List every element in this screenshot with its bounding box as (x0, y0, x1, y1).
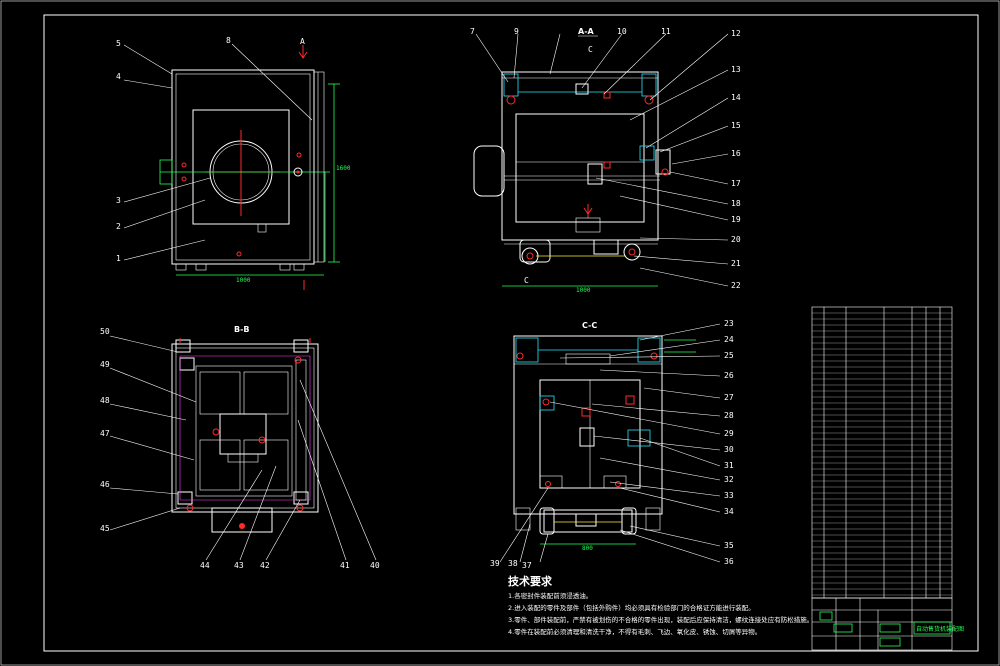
balloon-24: 24 (724, 335, 734, 344)
svg-text:1600: 1600 (336, 165, 351, 172)
balloon-38: 38 (508, 559, 518, 568)
balloon-29: 29 (724, 429, 734, 438)
svg-text:1000: 1000 (576, 287, 591, 294)
section-mark-c-top: C (588, 45, 593, 54)
tech-requirement-4: 4.零件在装配前必须清理和清洗干净，不得有毛刺、飞边、氧化皮、锈蚀、切屑等异物。 (508, 627, 761, 636)
balloon-41: 41 (340, 561, 350, 570)
section-view-c-c: C-C 800 (513, 321, 696, 552)
balloon-14: 14 (731, 93, 741, 102)
balloon-36: 36 (724, 557, 734, 566)
balloon-18: 18 (731, 199, 741, 208)
balloon-13: 13 (731, 65, 741, 74)
balloon-30: 30 (724, 445, 734, 454)
balloon-34: 34 (724, 507, 734, 516)
section-title-a-a: A-A (578, 27, 595, 36)
balloon-9: 9 (514, 27, 519, 36)
section-view-b-b: B-B (171, 325, 319, 533)
svg-text:800: 800 (582, 545, 593, 552)
balloon-44: 44 (200, 561, 210, 570)
svg-text:1000: 1000 (236, 277, 251, 284)
technical-requirements: 技术要求 1.各密封件装配前须浸透油。 2.进入装配的零件及部件（包括外购件）均… (508, 574, 813, 636)
balloon-17: 17 (731, 179, 741, 188)
balloon-28: 28 (724, 411, 734, 420)
tech-requirement-2: 2.进入装配的零件及部件（包括外购件）均必须具有检验部门的合格证方能进行装配。 (508, 603, 755, 612)
balloon-26: 26 (724, 371, 734, 380)
balloon-31: 31 (724, 461, 734, 470)
parts-list (811, 306, 953, 599)
balloon-46: 46 (100, 480, 110, 489)
balloon-8: 8 (226, 36, 231, 45)
balloon-43: 43 (234, 561, 244, 570)
balloon-50: 50 (100, 327, 110, 336)
tech-requirement-1: 1.各密封件装配前须浸透油。 (508, 591, 592, 600)
drawing-frame (43, 14, 979, 652)
tech-requirement-3: 3.零件、部件装配前，严禁有被划伤的不合格的零件出现，装配后应保持清洁，螺纹连接… (508, 615, 813, 624)
balloon-39: 39 (490, 559, 500, 568)
section-title-c-c: C-C (582, 321, 597, 330)
balloon-16: 16 (731, 149, 741, 158)
balloon-35: 35 (724, 541, 734, 550)
balloon-23: 23 (724, 319, 734, 328)
balloon-42: 42 (260, 561, 270, 570)
balloon-32: 32 (724, 475, 734, 484)
drawing-name: 自动售货机装配图 (916, 625, 964, 633)
balloon-47: 47 (100, 429, 110, 438)
balloon-1: 1 (116, 254, 121, 263)
balloon-7: 7 (470, 27, 475, 36)
balloon-40: 40 (370, 561, 380, 570)
balloon-45: 45 (100, 524, 110, 533)
balloon-25: 25 (724, 351, 734, 360)
balloon-2: 2 (116, 222, 121, 231)
front-view: 1600 1000 A (159, 37, 351, 290)
balloon-19: 19 (731, 215, 741, 224)
title-block: 自动售货机装配图 (811, 597, 964, 651)
section-a-a-leaders (475, 33, 729, 287)
tech-requirements-title: 技术要求 (508, 574, 553, 588)
section-mark-c-bottom: C (524, 276, 529, 285)
balloon-20: 20 (731, 235, 741, 244)
front-view-leaders (123, 43, 313, 261)
balloon-22: 22 (731, 281, 741, 290)
balloon-5: 5 (116, 39, 121, 48)
balloon-4: 4 (116, 72, 121, 81)
balloon-27: 27 (724, 393, 734, 402)
balloon-33: 33 (724, 491, 734, 500)
balloon-49: 49 (100, 360, 110, 369)
balloon-10: 10 (617, 27, 627, 36)
balloon-48: 48 (100, 396, 110, 405)
balloon-37: 37 (522, 561, 532, 570)
balloon-11: 11 (661, 27, 671, 36)
balloon-21: 21 (731, 259, 741, 268)
balloon-12: 12 (731, 29, 741, 38)
section-b-b-leaders (109, 335, 377, 561)
balloon-3: 3 (116, 196, 121, 205)
section-mark-a: A (300, 37, 305, 46)
section-title-b-b: B-B (234, 325, 250, 334)
section-view-a-a: A-A C 1000 C (473, 27, 671, 294)
balloon-15: 15 (731, 121, 741, 130)
section-c-c-leaders (499, 323, 721, 563)
